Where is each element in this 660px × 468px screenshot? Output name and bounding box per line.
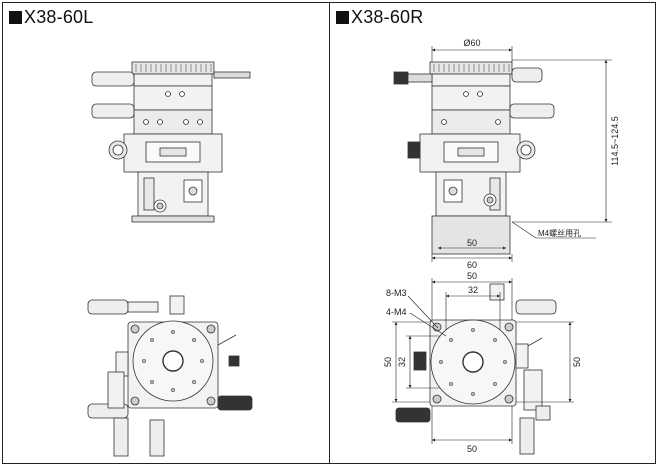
- dim-plan-left-50: 50: [383, 357, 393, 367]
- dim-base-inner-width: 50: [467, 238, 477, 248]
- dim-plan-top-32: 32: [468, 285, 478, 295]
- label-8-m3: 8-M3: [386, 288, 407, 298]
- title-square-marker: [336, 11, 349, 24]
- dim-base-outer-width: 60: [467, 260, 477, 270]
- dim-plan-top-50: 50: [467, 271, 477, 281]
- right-top-view: [395, 283, 557, 455]
- dim-mount-hole-note: M4螺丝用孔: [538, 228, 581, 238]
- dim-plan-right-50: 50: [572, 357, 582, 367]
- right-top-dimensions: [392, 278, 574, 444]
- title-square-marker: [9, 11, 22, 24]
- label-4-m4: 4-M4: [386, 307, 407, 317]
- left-panel-title: X38-60L: [9, 7, 93, 28]
- dim-plan-bottom-50: 50: [467, 444, 477, 454]
- left-title-text: X38-60L: [24, 7, 94, 27]
- dim-height-range: 114.5~124.5: [610, 116, 620, 166]
- left-top-view: [87, 295, 253, 457]
- left-side-view: [91, 61, 251, 223]
- dim-plan-left-32: 32: [397, 357, 407, 367]
- dim-top-diameter: Ø60: [463, 38, 480, 48]
- right-panel-title: X38-60R: [336, 7, 423, 28]
- right-side-dimensions: [431, 46, 612, 262]
- right-side-view: [393, 61, 555, 255]
- panel-divider: [329, 2, 330, 464]
- right-title-text: X38-60R: [351, 7, 424, 27]
